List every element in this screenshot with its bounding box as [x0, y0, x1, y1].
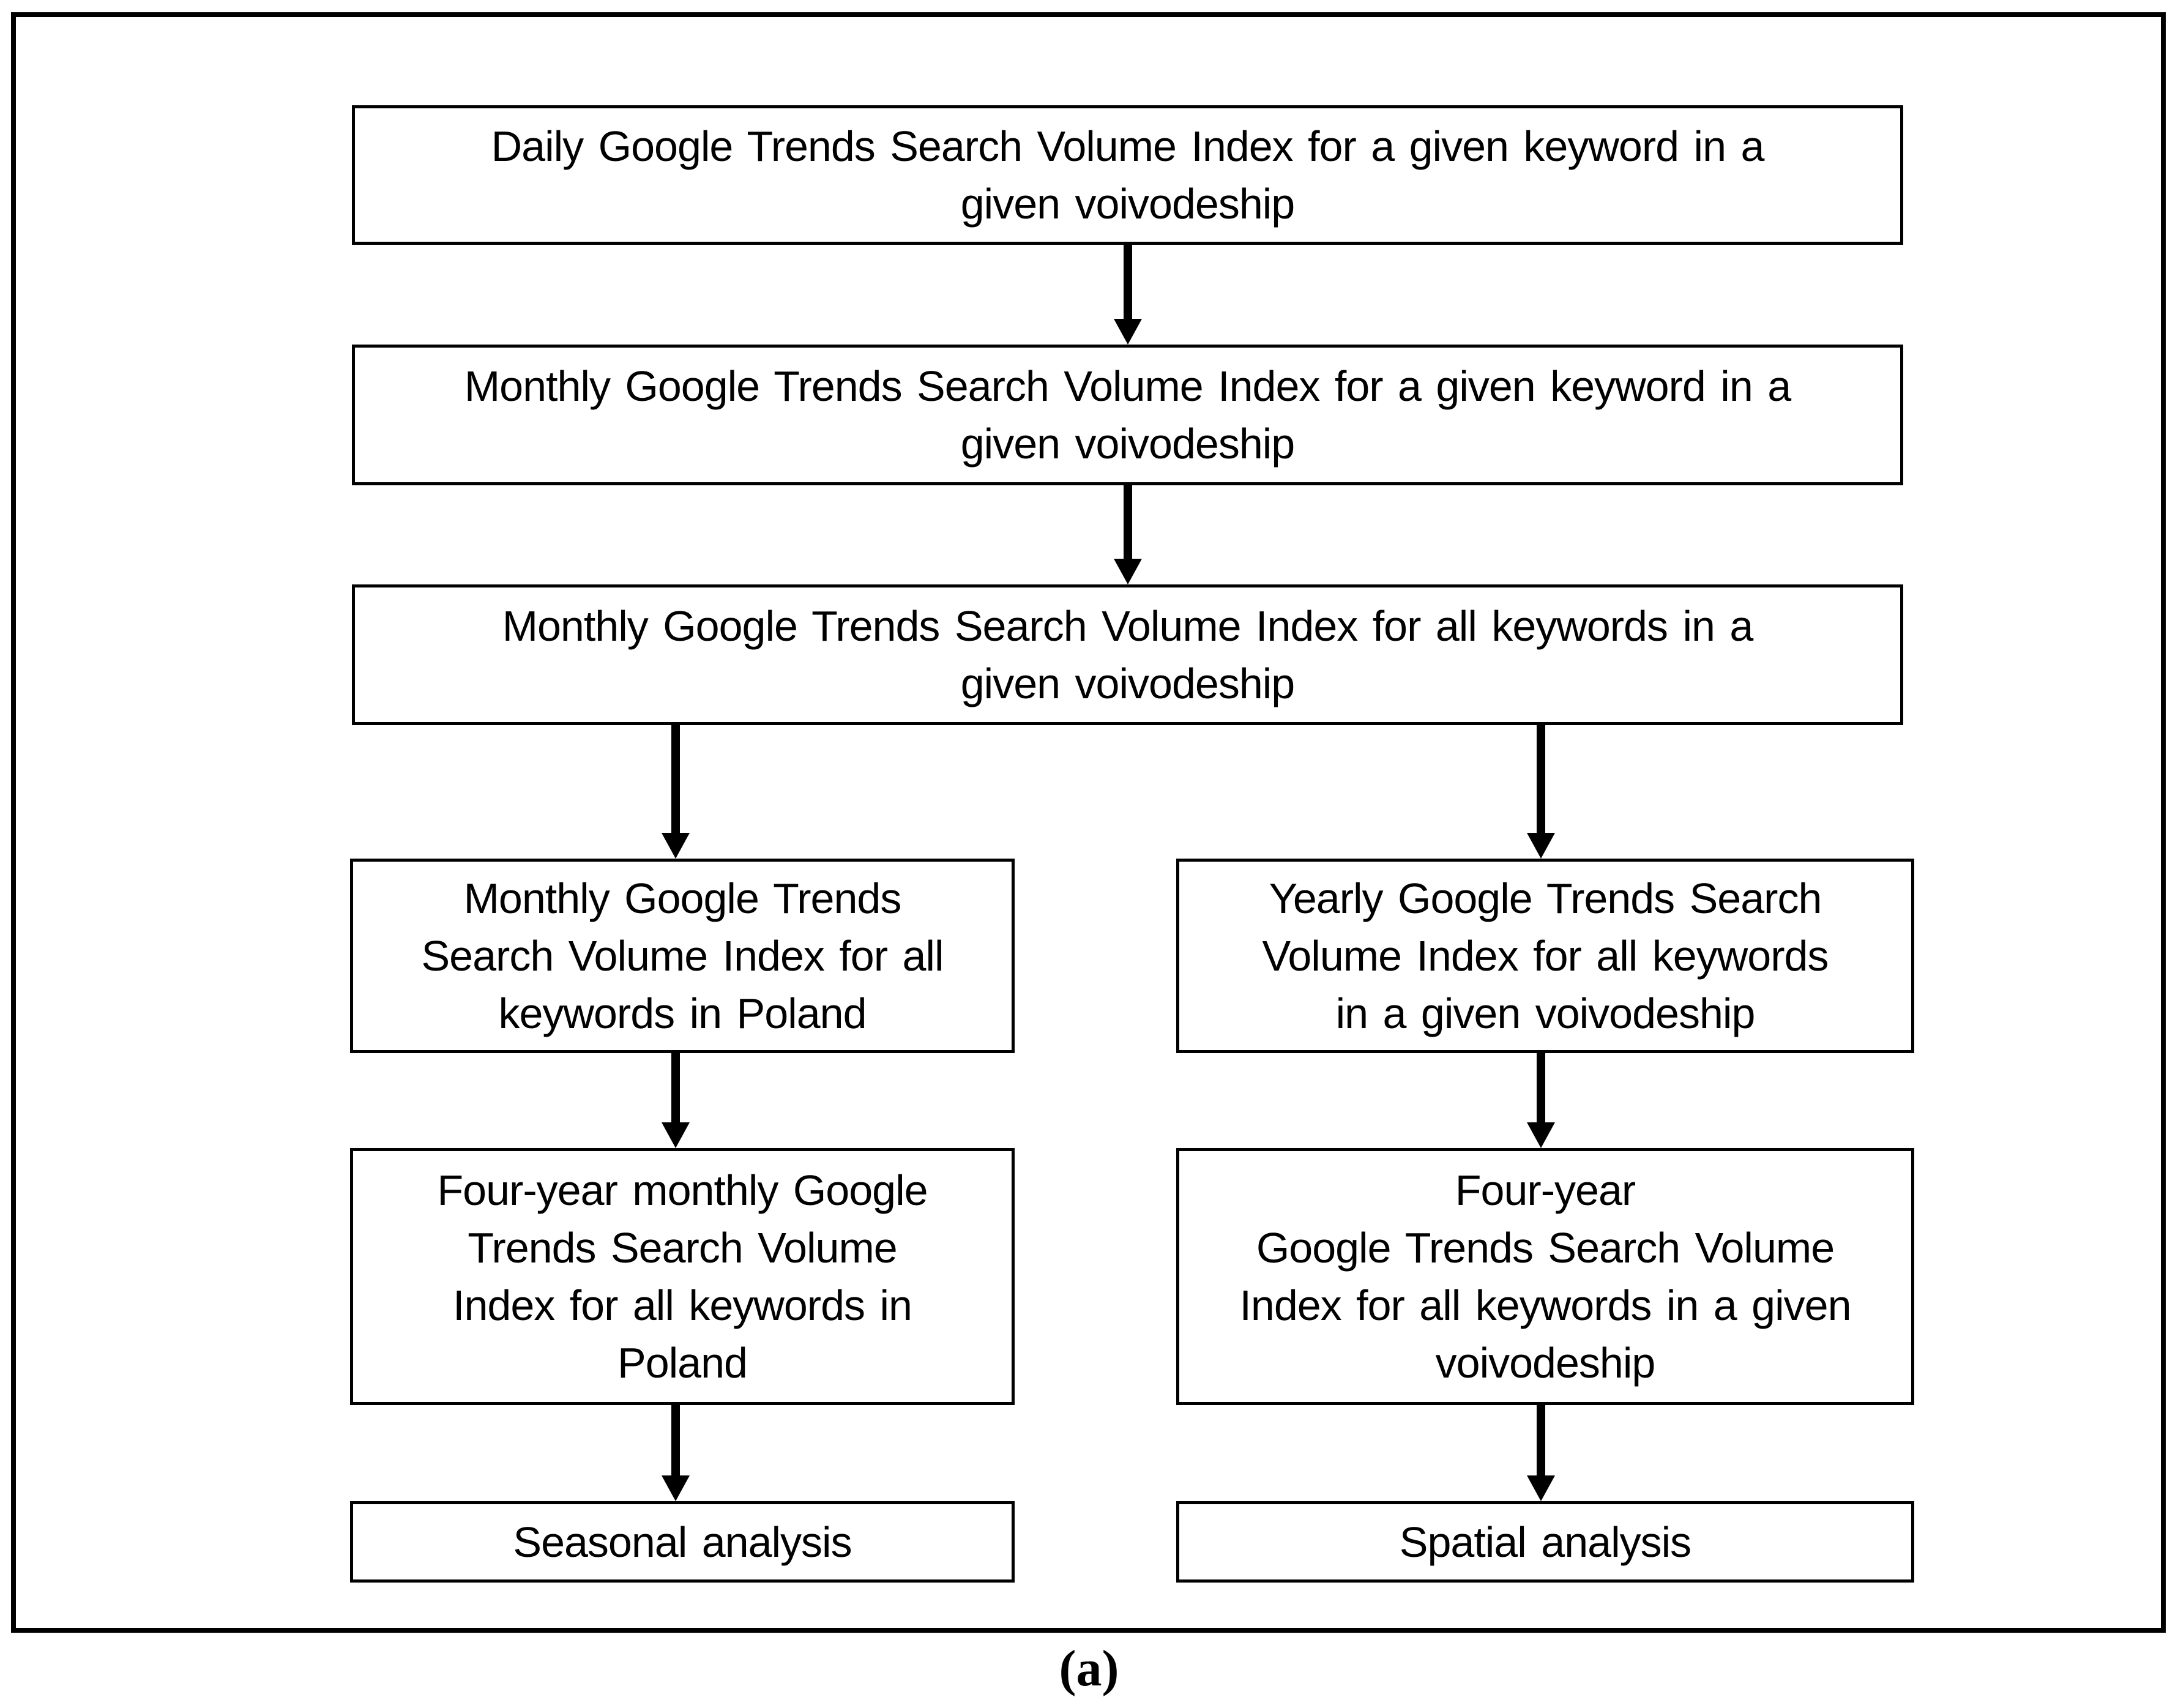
- arrow-shaft: [671, 1053, 680, 1122]
- node-daily-svi-keyword-voivodeship: Daily Google Trends Search Volume Index …: [352, 105, 1903, 245]
- node-monthly-svi-all-keywords-poland: Monthly Google Trends Search Volume Inde…: [350, 859, 1015, 1053]
- node-monthly-svi-all-keywords-label: Monthly Google Trends Search Volume Inde…: [502, 602, 1754, 707]
- arrow-shaft: [1537, 1053, 1545, 1122]
- node-spatial-analysis-label: Spatial analysis: [1399, 1518, 1691, 1566]
- arrow-down-icon: [662, 1475, 690, 1501]
- arrow-daily-to-monthly-keyword: [1114, 245, 1142, 345]
- node-monthly-svi-keyword-label: Monthly Google Trends Search Volume Inde…: [464, 362, 1791, 468]
- node-four-year-svi-voivodeship-label: Four-year Google Trends Search Volume In…: [1239, 1166, 1851, 1387]
- node-seasonal-analysis: Seasonal analysis: [350, 1501, 1015, 1583]
- arrow-monthly-all-to-poland: [662, 725, 690, 859]
- node-seasonal-analysis-label: Seasonal analysis: [513, 1518, 852, 1566]
- node-four-year-svi-voivodeship: Four-year Google Trends Search Volume In…: [1176, 1148, 1914, 1405]
- node-monthly-svi-keyword-voivodeship: Monthly Google Trends Search Volume Inde…: [352, 345, 1903, 485]
- arrow-shaft: [1537, 725, 1545, 833]
- arrow-shaft: [1124, 485, 1132, 559]
- arrow-shaft: [1537, 1405, 1545, 1475]
- arrow-yearly-to-four-year-voivodeship: [1527, 1053, 1555, 1148]
- arrow-monthly-all-to-yearly: [1527, 725, 1555, 859]
- node-yearly-svi-voivodeship-label: Yearly Google Trends Search Volume Index…: [1262, 875, 1829, 1037]
- arrow-monthly-keyword-to-monthly-all: [1114, 485, 1142, 584]
- arrow-four-year-poland-to-seasonal: [662, 1405, 690, 1501]
- node-daily-svi-label: Daily Google Trends Search Volume Index …: [491, 122, 1765, 228]
- node-yearly-svi-all-keywords-voivodeship: Yearly Google Trends Search Volume Index…: [1176, 859, 1914, 1053]
- node-four-year-monthly-svi-poland-label: Four-year monthly Google Trends Search V…: [437, 1166, 928, 1387]
- arrow-down-icon: [662, 833, 690, 859]
- node-spatial-analysis: Spatial analysis: [1176, 1501, 1914, 1583]
- node-monthly-svi-poland-label: Monthly Google Trends Search Volume Inde…: [421, 875, 944, 1037]
- arrow-four-year-voivodeship-to-spatial: [1527, 1405, 1555, 1501]
- arrow-poland-to-four-year-poland: [662, 1053, 690, 1148]
- node-monthly-svi-all-keywords-voivodeship: Monthly Google Trends Search Volume Inde…: [352, 584, 1903, 725]
- arrow-down-icon: [1527, 833, 1555, 859]
- arrow-down-icon: [1114, 559, 1142, 584]
- figure-caption: (a): [1059, 1640, 1119, 1697]
- arrow-down-icon: [1527, 1122, 1555, 1148]
- arrow-shaft: [671, 725, 680, 833]
- arrow-down-icon: [662, 1122, 690, 1148]
- node-four-year-monthly-svi-poland: Four-year monthly Google Trends Search V…: [350, 1148, 1015, 1405]
- arrow-shaft: [671, 1405, 680, 1475]
- arrow-down-icon: [1527, 1475, 1555, 1501]
- arrow-down-icon: [1114, 319, 1142, 345]
- arrow-shaft: [1124, 245, 1132, 319]
